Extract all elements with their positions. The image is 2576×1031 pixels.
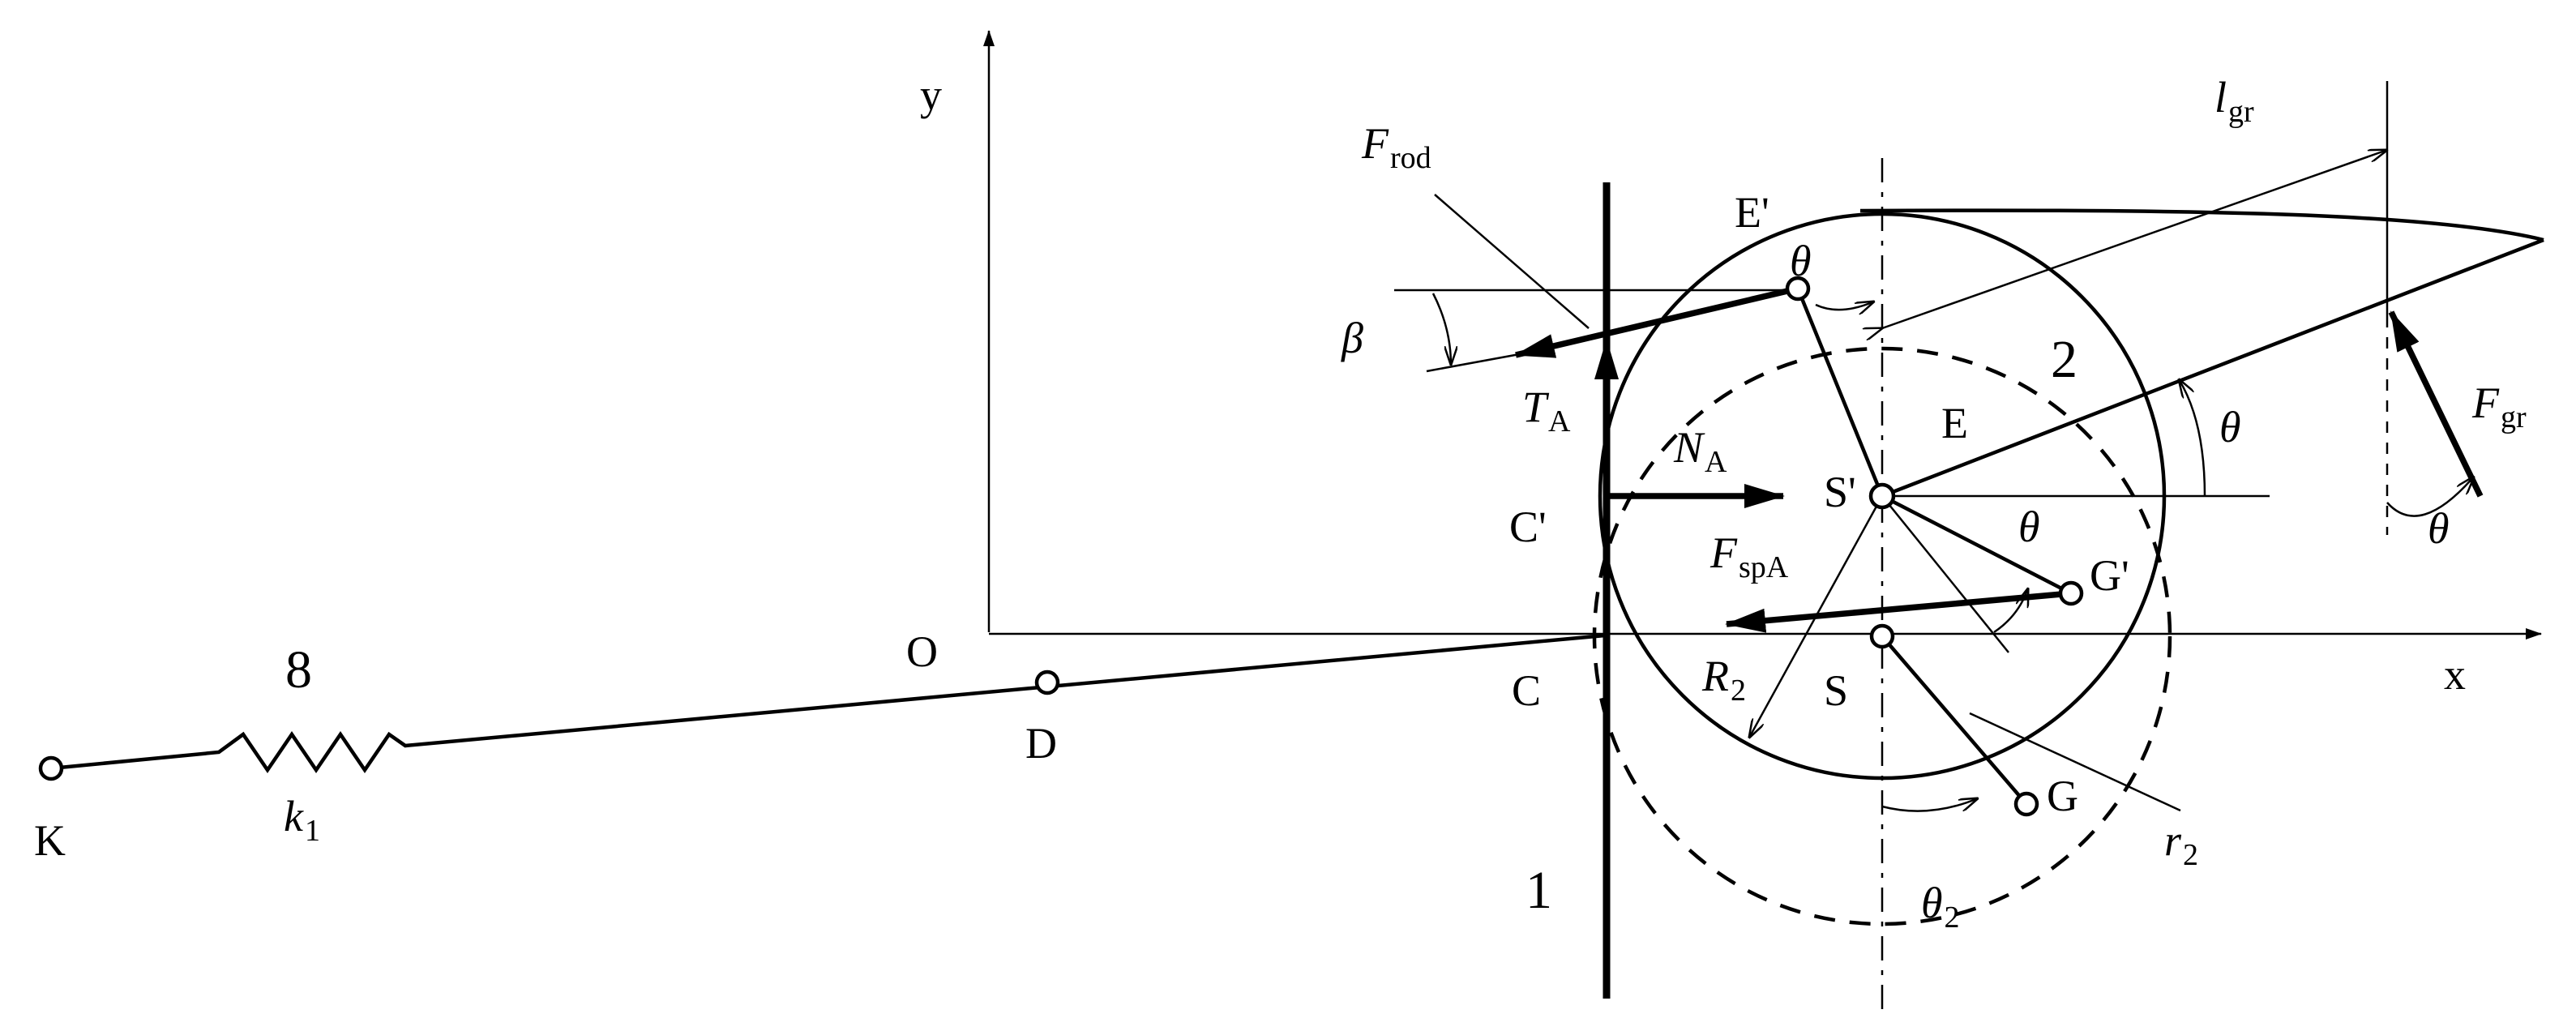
point-c-label: C [1512, 666, 1541, 715]
rod-extension-line [1426, 352, 1525, 373]
point-g-prime-label: G' [2090, 551, 2129, 600]
point-g-label: G [2047, 772, 2078, 820]
f-gr-arrow [2388, 310, 2484, 498]
theta-label-right: θ [2219, 403, 2241, 451]
point-g-prime [2058, 580, 2084, 606]
x-axis-label: x [2444, 650, 2466, 699]
r2-small-label: r2 [2164, 816, 2198, 872]
point-d-label: D [1025, 719, 1057, 768]
origin-label: O [906, 627, 938, 676]
wheel-2-label: 2 [2051, 330, 2077, 389]
point-e-prime-label: E' [1735, 188, 1769, 237]
theta2-arc [1881, 798, 1978, 812]
beta-arc [1431, 293, 1451, 365]
r2-label: R2 [1701, 652, 1746, 708]
f-spa-arrow [1725, 590, 2072, 633]
f-rod-leader [1434, 194, 1590, 329]
point-s-prime [1868, 482, 1896, 510]
arm-s-g [1881, 635, 2028, 806]
theta-label-gr: θ [2428, 504, 2450, 553]
rod-force-arrow [1514, 285, 1799, 358]
point-s [1869, 623, 1895, 649]
beta-label: β [1341, 314, 1363, 362]
lgr-dimension [1882, 150, 2387, 328]
spring-rod [50, 633, 1606, 773]
arm-s-prime-g-prime [1881, 494, 2073, 596]
f-spa-label: FspA [1709, 528, 1789, 584]
dashed-circle-r2 [1592, 346, 2172, 926]
r2-small-leader [1969, 712, 2181, 812]
theta-arc-gr [2386, 477, 2474, 517]
point-e-label: E [1941, 399, 1968, 447]
point-s-label: S [1824, 666, 1848, 715]
lgr-label: lgr [2214, 73, 2254, 129]
theta-arc-right [2179, 379, 2206, 497]
arm-lower-edge [1881, 237, 2544, 498]
y-axis-label: y [920, 71, 942, 119]
r2-arrow [1749, 495, 1884, 738]
t-a-label: TA [1522, 383, 1571, 438]
point-rod-end [1785, 276, 1811, 302]
point-k-label: K [34, 816, 66, 865]
g-prime-extension [1881, 495, 2009, 653]
spring-stiffness-label: k1 [284, 792, 320, 848]
point-s-prime-label: S' [1824, 468, 1856, 516]
f-gr-label: Fgr [2471, 379, 2527, 434]
member-1-label: 1 [1525, 861, 1552, 920]
point-d [1034, 670, 1060, 695]
theta2-label: θ2 [1921, 879, 1960, 935]
rod-line [1795, 288, 1885, 497]
spring-number-label: 8 [285, 640, 312, 699]
theta-arc-g-prime [1993, 588, 2028, 634]
f-rod-label: Frod [1361, 119, 1431, 175]
n-a-label: NA [1673, 423, 1727, 479]
point-g [2013, 791, 2039, 817]
point-c-prime-label: C' [1509, 503, 1547, 551]
point-k [38, 755, 64, 781]
theta-label-g-prime: θ [2018, 503, 2040, 551]
theta-arc-top [1815, 302, 1874, 310]
